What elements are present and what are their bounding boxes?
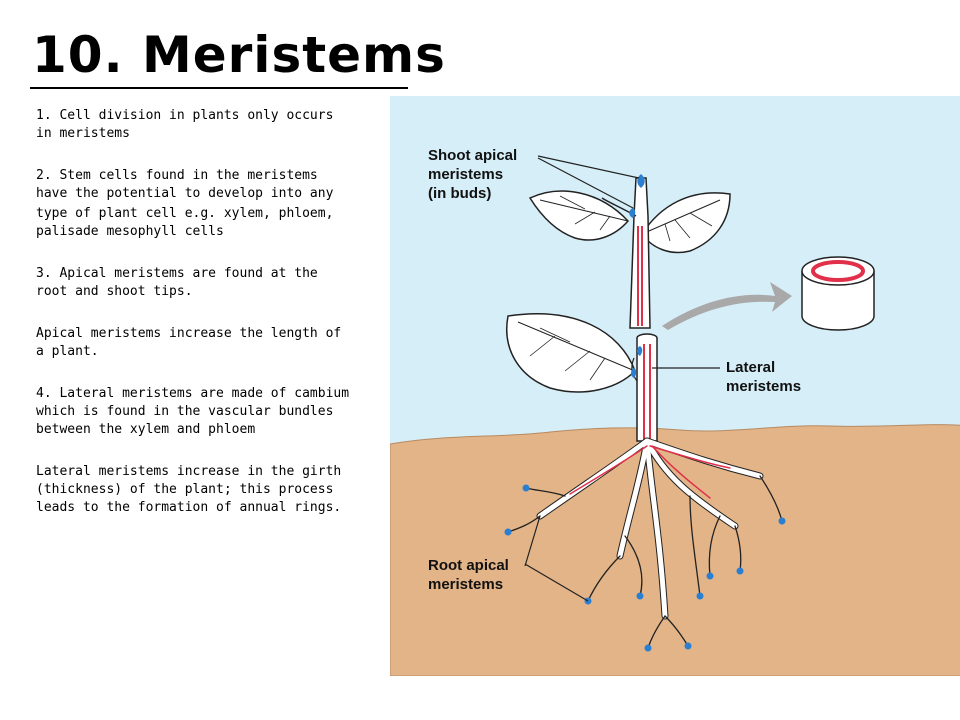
root-meristem-tips (504, 484, 786, 652)
paragraph-2: 2. Stem cells found in the meristems hav… (36, 168, 334, 201)
lower-stem (631, 333, 658, 442)
paragraph-apical-length: Apical meristems increase the length of … (36, 326, 342, 359)
leaf-lower-left (506, 313, 636, 393)
paragraph-1: 1. Cell division in plants only occurs i… (36, 108, 334, 141)
plant-meristem-diagram: Shoot apical meristems (in buds) Lateral… (390, 96, 960, 676)
leaf-upper-right (641, 192, 731, 254)
root-system (507, 437, 783, 649)
shoot-apical-label: Shoot apical meristems (in buds) (428, 147, 521, 202)
section-arrow (662, 282, 792, 330)
root-apical-label: Root apical meristems (428, 557, 513, 593)
leaf-upper-left (528, 190, 630, 241)
soil-ground (390, 424, 960, 676)
page-title: 10. Meristems (32, 26, 446, 84)
paragraph-2-continued: type of plant cell e.g. xylem, phloem, p… (36, 206, 334, 239)
shoot-meristem-tips (629, 174, 645, 378)
paragraph-lateral-girth: Lateral meristems increase in the girth … (36, 464, 342, 515)
stem-cross-section (801, 256, 875, 331)
text-column: 1. Cell division in plants only occurs i… (36, 107, 356, 541)
leader-lines (524, 155, 720, 602)
paragraph-3: 3. Apical meristems are found at the roo… (36, 266, 318, 299)
paragraph-4: 4. Lateral meristems are made of cambium… (36, 386, 350, 437)
lateral-meristems-label: Lateral meristems (726, 359, 801, 395)
title-underline (30, 87, 408, 89)
